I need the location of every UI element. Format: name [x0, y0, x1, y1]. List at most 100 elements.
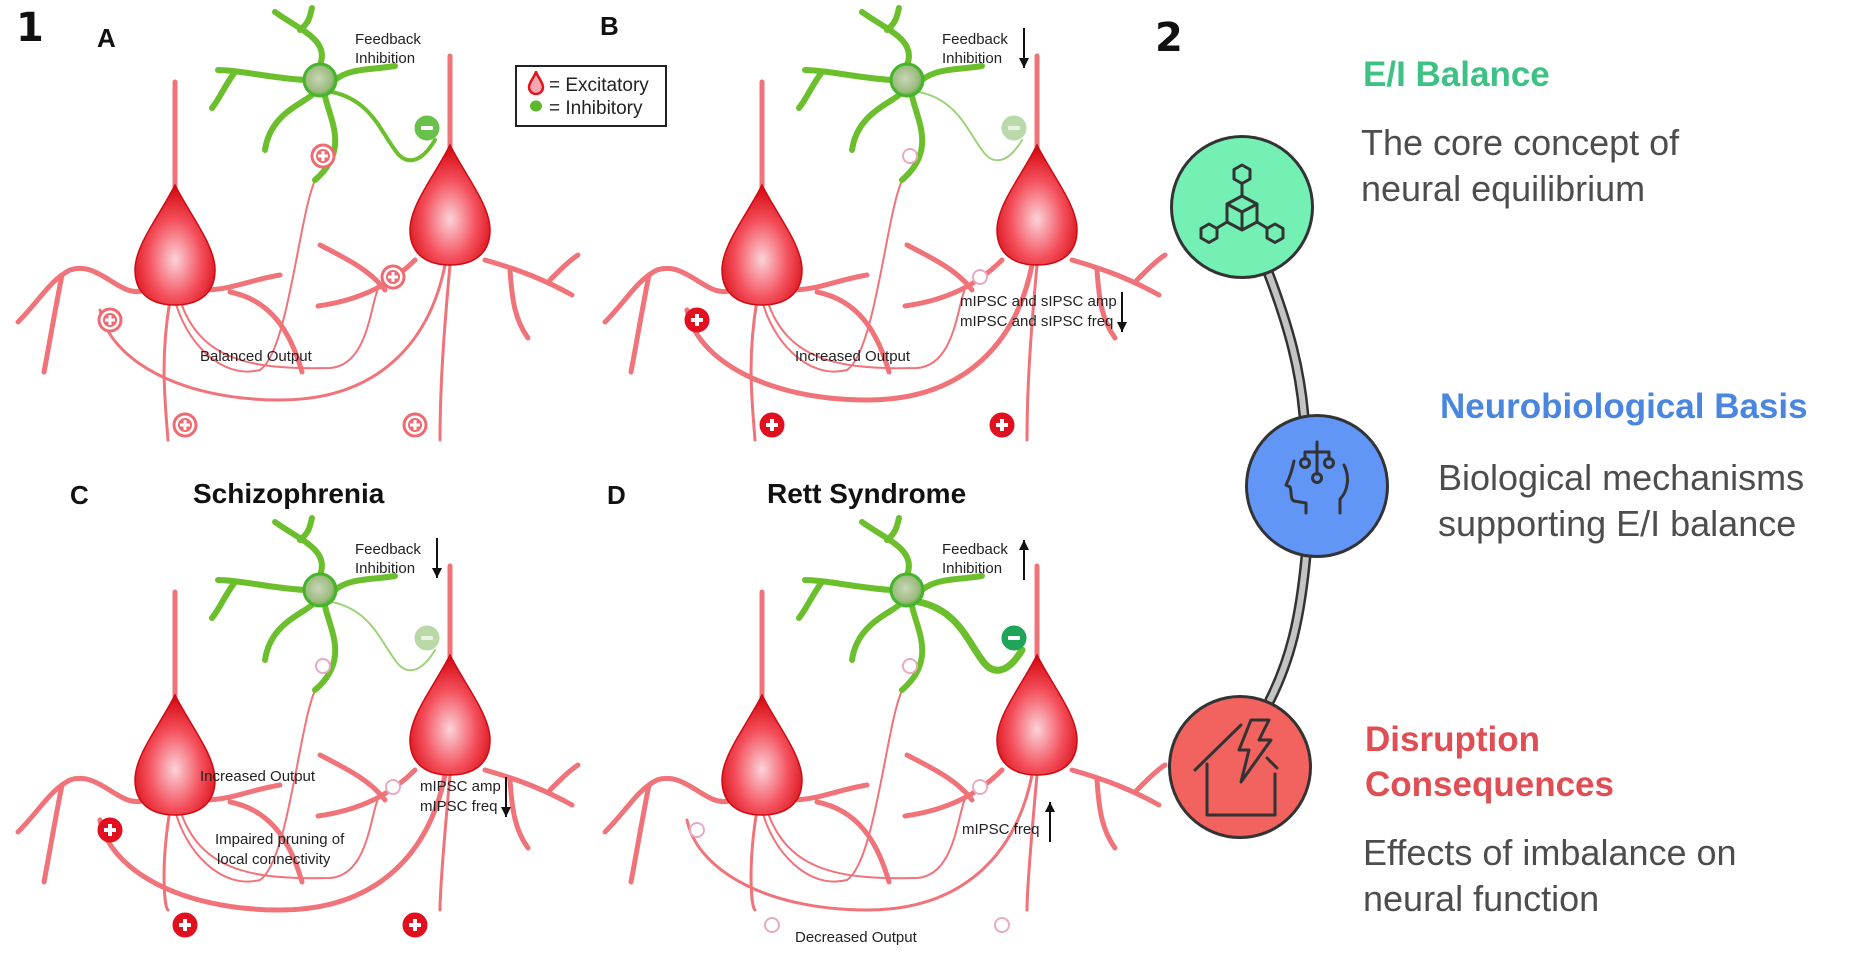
- inhibitory-axon: [330, 90, 437, 163]
- node-disruption-consequences-title: Disruption Consequences: [1365, 717, 1614, 807]
- excitatory-synapse-icon: [380, 264, 406, 290]
- mipsc-label: mIPSC amp: [420, 778, 501, 795]
- excitatory-neuron-icon: [527, 68, 545, 101]
- excitatory-synapse-icon: [989, 412, 1015, 438]
- panel-letter: D: [607, 480, 626, 510]
- output-label-line-3: local connectivity: [217, 851, 331, 868]
- feedback-label: Feedback: [355, 541, 421, 558]
- figure-part-2-label: 2: [1155, 15, 1183, 61]
- excitatory-neuron-left: [721, 183, 803, 306]
- legend-inhibitory-label: = Inhibitory: [549, 98, 643, 120]
- excitatory-synapse-icon: [684, 307, 710, 333]
- title-line: Disruption: [1365, 720, 1540, 759]
- excitatory-neuron-right: [409, 143, 491, 266]
- inhibitory-soma: [302, 572, 338, 608]
- excitatory-neuron-left: [134, 693, 216, 816]
- arrow-down-icon: [1117, 292, 1127, 332]
- neural-circuit-diagram: [602, 5, 1168, 442]
- left-neuron-dendrites: [15, 79, 305, 375]
- excitatory-synapse-icon: [759, 412, 785, 438]
- output-label: Increased Output: [200, 768, 316, 785]
- output-label: Balanced Output: [200, 348, 312, 365]
- description-line: Effects of imbalance on: [1363, 832, 1737, 873]
- excitatory-synapse-icon: [172, 912, 198, 938]
- mipsc-label: mIPSC freq: [962, 821, 1040, 838]
- left-neuron-dendrites: [602, 589, 892, 885]
- inhibitory-interneuron: [209, 5, 437, 183]
- panel-title: Rett Syndrome: [767, 478, 967, 509]
- node-neurobiological-basis-title: Neurobiological Basis: [1440, 387, 1808, 426]
- arrow-down-icon: [1019, 28, 1029, 68]
- connector-segment-2: [1264, 550, 1312, 706]
- feedback-label: Feedback: [355, 31, 421, 48]
- circuit-group: [15, 5, 581, 442]
- excitatory-synapse-icon: [902, 658, 918, 674]
- legend-excitatory: = Excitatory: [527, 68, 649, 101]
- inhibitory-interneuron: [796, 5, 1023, 183]
- node-ei-balance-description: The core concept of neural equilibrium: [1361, 120, 1679, 212]
- description-line: supporting E/I balance: [1438, 503, 1797, 544]
- panel-letter: B: [600, 11, 619, 41]
- node-ei-balance-title: E/I Balance: [1363, 55, 1550, 94]
- inhibitory-interneuron: [796, 515, 1026, 693]
- inhibitory-synapse-icon: [414, 625, 440, 651]
- mipsc-label: mIPSC and sIPSC freq: [960, 313, 1114, 330]
- neural-circuit-diagram: [602, 515, 1168, 933]
- excitatory-neuron-right: [996, 143, 1078, 266]
- arrow-up-icon: [1045, 802, 1055, 842]
- right-neuron-dendrites: [902, 563, 1168, 851]
- description-line: The core concept of: [1361, 122, 1680, 163]
- axon-connections: [684, 174, 1039, 442]
- output-label: Increased Output: [795, 348, 911, 365]
- excitatory-synapse-icon: [402, 912, 428, 938]
- excitatory-synapse-icon: [315, 658, 331, 674]
- neural-circuit-diagram: [15, 515, 581, 938]
- title-line: Consequences: [1365, 765, 1614, 804]
- circuit-group: [602, 515, 1168, 933]
- excitatory-synapse-icon: [689, 822, 705, 838]
- axon-connections: [98, 174, 452, 442]
- axon-connections: [97, 684, 452, 913]
- excitatory-synapse-icon: [97, 307, 123, 333]
- inhibitory-interneuron: [209, 515, 436, 693]
- circuit-group: [15, 515, 581, 938]
- output-label-line-2: Impaired pruning of: [215, 831, 345, 848]
- panel-letter: C: [70, 480, 89, 510]
- feedback-label: Feedback: [942, 31, 1008, 48]
- inhibitory-neuron-icon: [527, 98, 545, 120]
- excitatory-neuron-left: [134, 183, 216, 306]
- excitatory-synapse-icon: [764, 917, 780, 933]
- inhibition-label: Inhibition: [942, 560, 1003, 577]
- inhibition-label: Inhibition: [355, 560, 416, 577]
- inhibitory-soma: [889, 62, 925, 98]
- mipsc-label: mIPSC and sIPSC amp: [960, 293, 1117, 310]
- neural-circuit-diagram: [15, 5, 581, 442]
- panel-letter: A: [97, 23, 116, 53]
- panel-title: Schizophrenia: [193, 478, 385, 509]
- house-lightning-icon: [1193, 718, 1279, 817]
- node-disruption-consequences-description: Effects of imbalance on neural function: [1363, 830, 1737, 922]
- description-line: neural function: [1363, 878, 1600, 919]
- description-line: Biological mechanisms: [1438, 457, 1805, 498]
- molecule-cube-icon: [1199, 163, 1285, 244]
- axon-connections: [685, 684, 1039, 912]
- excitatory-synapse-icon: [172, 412, 198, 438]
- inhibitory-synapse-icon: [414, 115, 440, 141]
- excitatory-synapse-icon: [902, 148, 918, 164]
- inhibitory-axon: [331, 601, 436, 672]
- excitatory-synapse-icon: [972, 269, 988, 285]
- inhibitory-synapse-icon: [1001, 625, 1027, 651]
- description-line: neural equilibrium: [1361, 168, 1646, 209]
- legend-excitatory-label: = Excitatory: [549, 75, 649, 97]
- legend: = Excitatory = Inhibitory: [515, 65, 667, 127]
- node-ei-balance-circle: [1170, 135, 1314, 279]
- feedback-label: Feedback: [942, 541, 1008, 558]
- connector-segment-1: [1262, 266, 1310, 422]
- legend-inhibitory: = Inhibitory: [527, 98, 642, 120]
- arrow-down-icon: [432, 538, 442, 578]
- circuit-group: [602, 5, 1168, 442]
- arrow-down-icon: [501, 777, 511, 817]
